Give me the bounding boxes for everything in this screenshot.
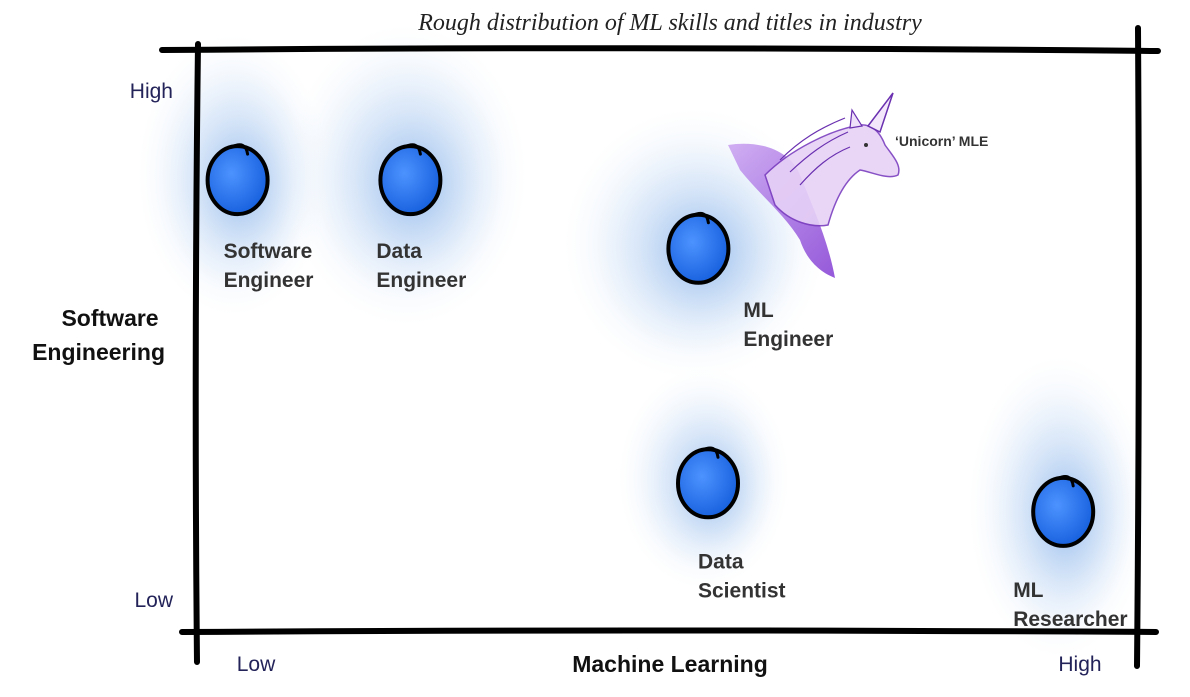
unicorn-icon [728, 92, 900, 278]
role-dot [205, 144, 270, 217]
role-label-line: Engineer [743, 328, 833, 351]
unicorn-ear [849, 108, 863, 129]
role-label: ML Researcher [1013, 579, 1127, 631]
unicorn-eye [864, 143, 868, 147]
axis-frame [159, 25, 1161, 669]
role-dot-curl [230, 143, 250, 156]
y-axis-title-line-2: Engineering [32, 339, 165, 365]
x-axis-title: Machine Learning [572, 651, 768, 677]
unicorn-horn [866, 92, 894, 134]
x-axis-line [179, 627, 1159, 635]
role-dot-curl [1055, 475, 1075, 488]
skill-clouds [138, 25, 1150, 657]
role-dot [666, 212, 731, 285]
role-label-line: Engineer [376, 269, 466, 292]
role-label-line: Software [224, 240, 313, 263]
x-tick-high: High [1058, 653, 1101, 676]
y-tick-high: High [130, 80, 173, 103]
role-dot-curl [402, 143, 422, 156]
y-axis-line [192, 41, 201, 665]
role-label-line: Data [698, 550, 744, 573]
x-tick-low: Low [237, 653, 276, 676]
role-dots [205, 143, 1096, 548]
chart-title: Rough distribution of ML skills and titl… [417, 10, 922, 36]
y-axis-title-line-1: Software [61, 305, 158, 331]
unicorn-mane-strands [779, 117, 851, 186]
right-border-line [1134, 25, 1142, 669]
role-label-line: ML [1013, 579, 1043, 602]
role-label-line: Scientist [698, 579, 786, 602]
role-dot-curl [690, 211, 710, 225]
role-label-line: Researcher [1013, 608, 1127, 631]
role-dot-curl [700, 446, 720, 459]
y-axis-title: Software Engineering [32, 305, 165, 365]
role-label-line: Data [376, 240, 422, 263]
role-label-line: ML [743, 299, 773, 322]
role-dot [1031, 475, 1096, 548]
role-label: ML Engineer [743, 299, 833, 351]
unicorn-label: ‘Unicorn’ MLE [895, 133, 988, 149]
top-border-line [159, 45, 1161, 54]
role-label-line: Engineer [224, 269, 314, 292]
y-tick-low: Low [134, 589, 173, 612]
role-dot [378, 144, 443, 217]
role-dot [676, 447, 740, 520]
